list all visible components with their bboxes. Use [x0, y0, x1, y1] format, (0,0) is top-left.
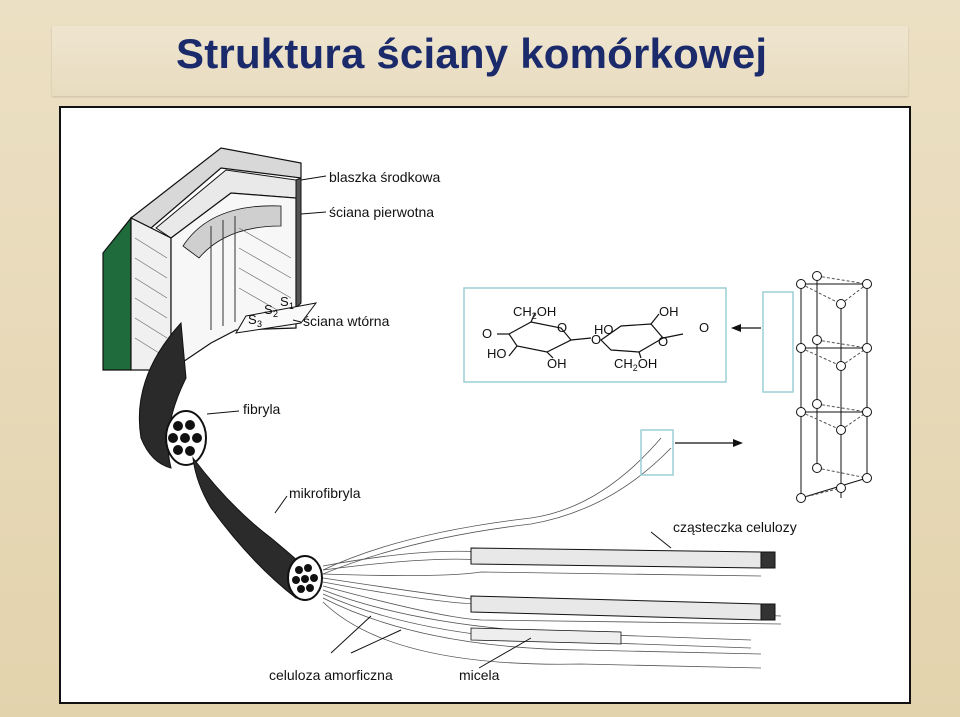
label-amorphous-cellulose: celuloza amorficzna [269, 667, 393, 683]
chem-ho-left: HO [487, 346, 507, 361]
label-fibril: fibryla [243, 401, 281, 417]
s3-sub: 3 [257, 319, 262, 329]
diagram-canvas: S 3 S 2 S 1 blaszka środkowa ściana pier… [102, 147, 872, 683]
label-cellulose-molecule: cząsteczka celulozy [673, 519, 797, 535]
title-bar [52, 26, 908, 96]
label-microfibril: mikrofibryla [289, 485, 361, 501]
micelle-bundles [470, 547, 776, 645]
chem-oh-bottom: OH [547, 356, 567, 371]
chem-ho-mid: HO [594, 322, 614, 337]
chem-o-ring2: O [658, 334, 668, 349]
chemistry-box [463, 287, 727, 383]
label-secondary-wall: ściana wtórna [303, 313, 390, 329]
s1-label: S [280, 294, 289, 309]
microfibril-strand [192, 456, 323, 601]
chem-oh-right: OH [659, 304, 679, 319]
green-face [102, 216, 132, 371]
cellulose-strands [322, 437, 782, 669]
chem-ch2oh-top: CH2OH [513, 304, 556, 321]
label-primary-wall: ściana pierwotna [329, 204, 434, 220]
label-micelle: micela [459, 667, 500, 683]
lattice-zoom-box [762, 291, 794, 393]
fibril-strand [138, 321, 240, 469]
chem-ch2oh-bottom: CH2OH [614, 356, 657, 373]
chem-o-left: O [482, 326, 492, 341]
zoom-box-strand [640, 429, 674, 476]
s3-label: S [248, 312, 257, 327]
label-middle-lamella: blaszka środkowa [329, 169, 440, 185]
chem-o-ring1: O [557, 320, 567, 335]
slide-title: Struktura ściany komórkowej [176, 30, 768, 77]
crystal-lattice [796, 271, 872, 503]
cellobiose-structure [497, 312, 684, 359]
s1-sub: 1 [289, 301, 294, 311]
cell-wall-diagram: S 3 S 2 S 1 blaszka środkowa ściana pier… [59, 106, 911, 704]
cell-wall-block [102, 147, 327, 372]
s2-sub: 2 [273, 309, 278, 319]
chem-o-right: O [699, 320, 709, 335]
chem-o-bridge: O [591, 332, 601, 347]
s2-label: S [264, 302, 273, 317]
